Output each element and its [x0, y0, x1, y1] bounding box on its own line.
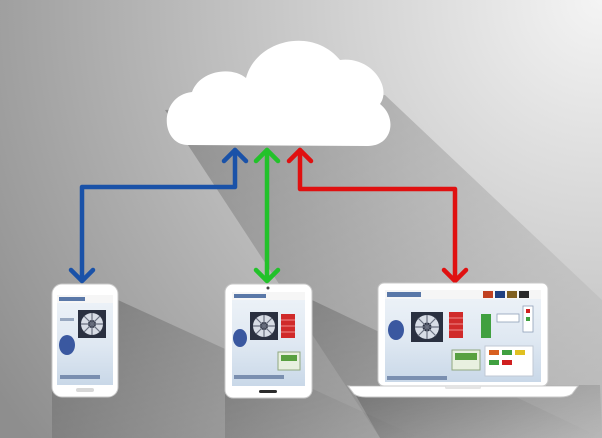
laptop-icon [347, 282, 579, 398]
tablet-icon [224, 283, 313, 399]
cloud-icon [166, 40, 391, 146]
smartphone-icon [51, 283, 119, 398]
connector-phone-cloud [68, 147, 249, 284]
connector-laptop-cloud [286, 147, 469, 284]
connector-tablet-cloud [253, 147, 281, 284]
